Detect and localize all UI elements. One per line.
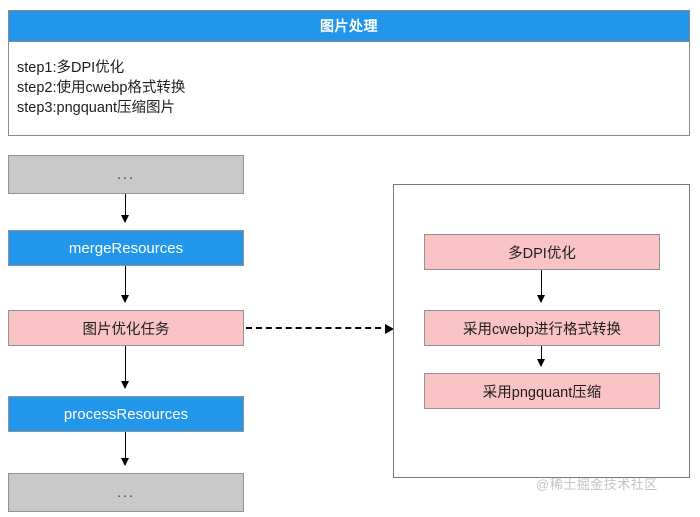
flow-node-bottom-ellipsis: ...	[8, 473, 244, 512]
card-body: step1:多DPI优化 step2:使用cwebp格式转换 step3:png…	[9, 42, 689, 118]
flow-node-label: 图片优化任务	[82, 321, 170, 338]
detail-node-multi-dpi: 多DPI优化	[424, 234, 660, 270]
detail-node-label: 多DPI优化	[508, 245, 576, 262]
flow-node-label: ...	[116, 166, 136, 183]
step-line-2: step2:使用cwebp格式转换	[17, 80, 186, 96]
step-line-1: step1:多DPI优化	[17, 60, 125, 76]
flow-arrow-down-3	[121, 346, 129, 389]
step-line-3: step3:pngquant压缩图片	[17, 100, 175, 116]
flow-arrow-down-1	[121, 194, 129, 223]
card-header: 图片处理	[9, 11, 689, 42]
detail-node-pngquant-compress: 采用pngquant压缩	[424, 373, 660, 409]
detail-node-cwebp-convert: 采用cwebp进行格式转换	[424, 310, 660, 346]
image-processing-card: 图片处理 step1:多DPI优化 step2:使用cwebp格式转换 step…	[8, 10, 690, 136]
flow-node-process-resources: processResources	[8, 396, 244, 432]
flow-node-image-optimize-task: 图片优化任务	[8, 310, 244, 346]
flow-arrow-down-4	[121, 432, 129, 466]
watermark: @稀土掘金技术社区	[536, 477, 658, 492]
flow-arrow-down-2	[121, 266, 129, 303]
flow-node-label: ...	[116, 484, 136, 501]
detail-node-label: 采用pngquant压缩	[482, 384, 602, 401]
flow-node-top-ellipsis: ...	[8, 155, 244, 194]
dashed-arrow-to-detail-panel	[246, 324, 394, 334]
flow-node-merge-resources: mergeResources	[8, 230, 244, 266]
detail-arrow-down-1	[537, 270, 545, 303]
flow-node-label: mergeResources	[68, 239, 184, 257]
detail-node-label: 采用cwebp进行格式转换	[463, 321, 621, 338]
flow-node-label: processResources	[63, 405, 189, 423]
detail-arrow-down-2	[537, 346, 545, 367]
page-title: 图片处理	[320, 18, 378, 34]
